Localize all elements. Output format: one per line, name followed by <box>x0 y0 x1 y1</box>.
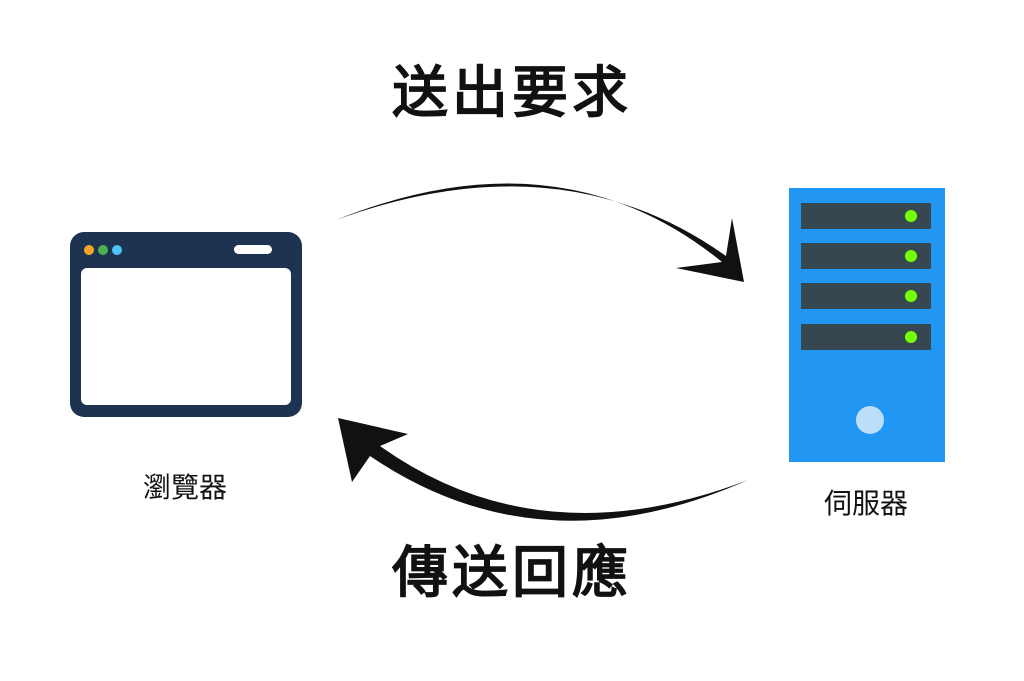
server-label: 伺服器 <box>823 487 908 520</box>
server-led <box>905 290 917 302</box>
server-bay <box>801 283 931 309</box>
browser-dot-orange <box>84 245 94 255</box>
server-led <box>905 250 917 262</box>
response-arrow <box>338 418 748 521</box>
response-label: 傳送回應 <box>392 541 632 606</box>
browser-icon <box>70 232 302 417</box>
server-bay <box>801 324 931 350</box>
browser-viewport <box>81 268 291 405</box>
server-power-button <box>856 406 884 434</box>
request-label: 送出要求 <box>392 61 632 126</box>
server-icon <box>789 188 945 462</box>
browser-dot-green <box>98 245 108 255</box>
browser-label: 瀏覽器 <box>142 471 227 504</box>
server-led <box>905 210 917 222</box>
browser-dot-cyan <box>112 245 122 255</box>
server-bay <box>801 243 931 269</box>
server-led <box>905 331 917 343</box>
server-bay <box>801 203 931 229</box>
browser-address-bar <box>234 245 272 254</box>
request-arrow <box>336 183 744 282</box>
